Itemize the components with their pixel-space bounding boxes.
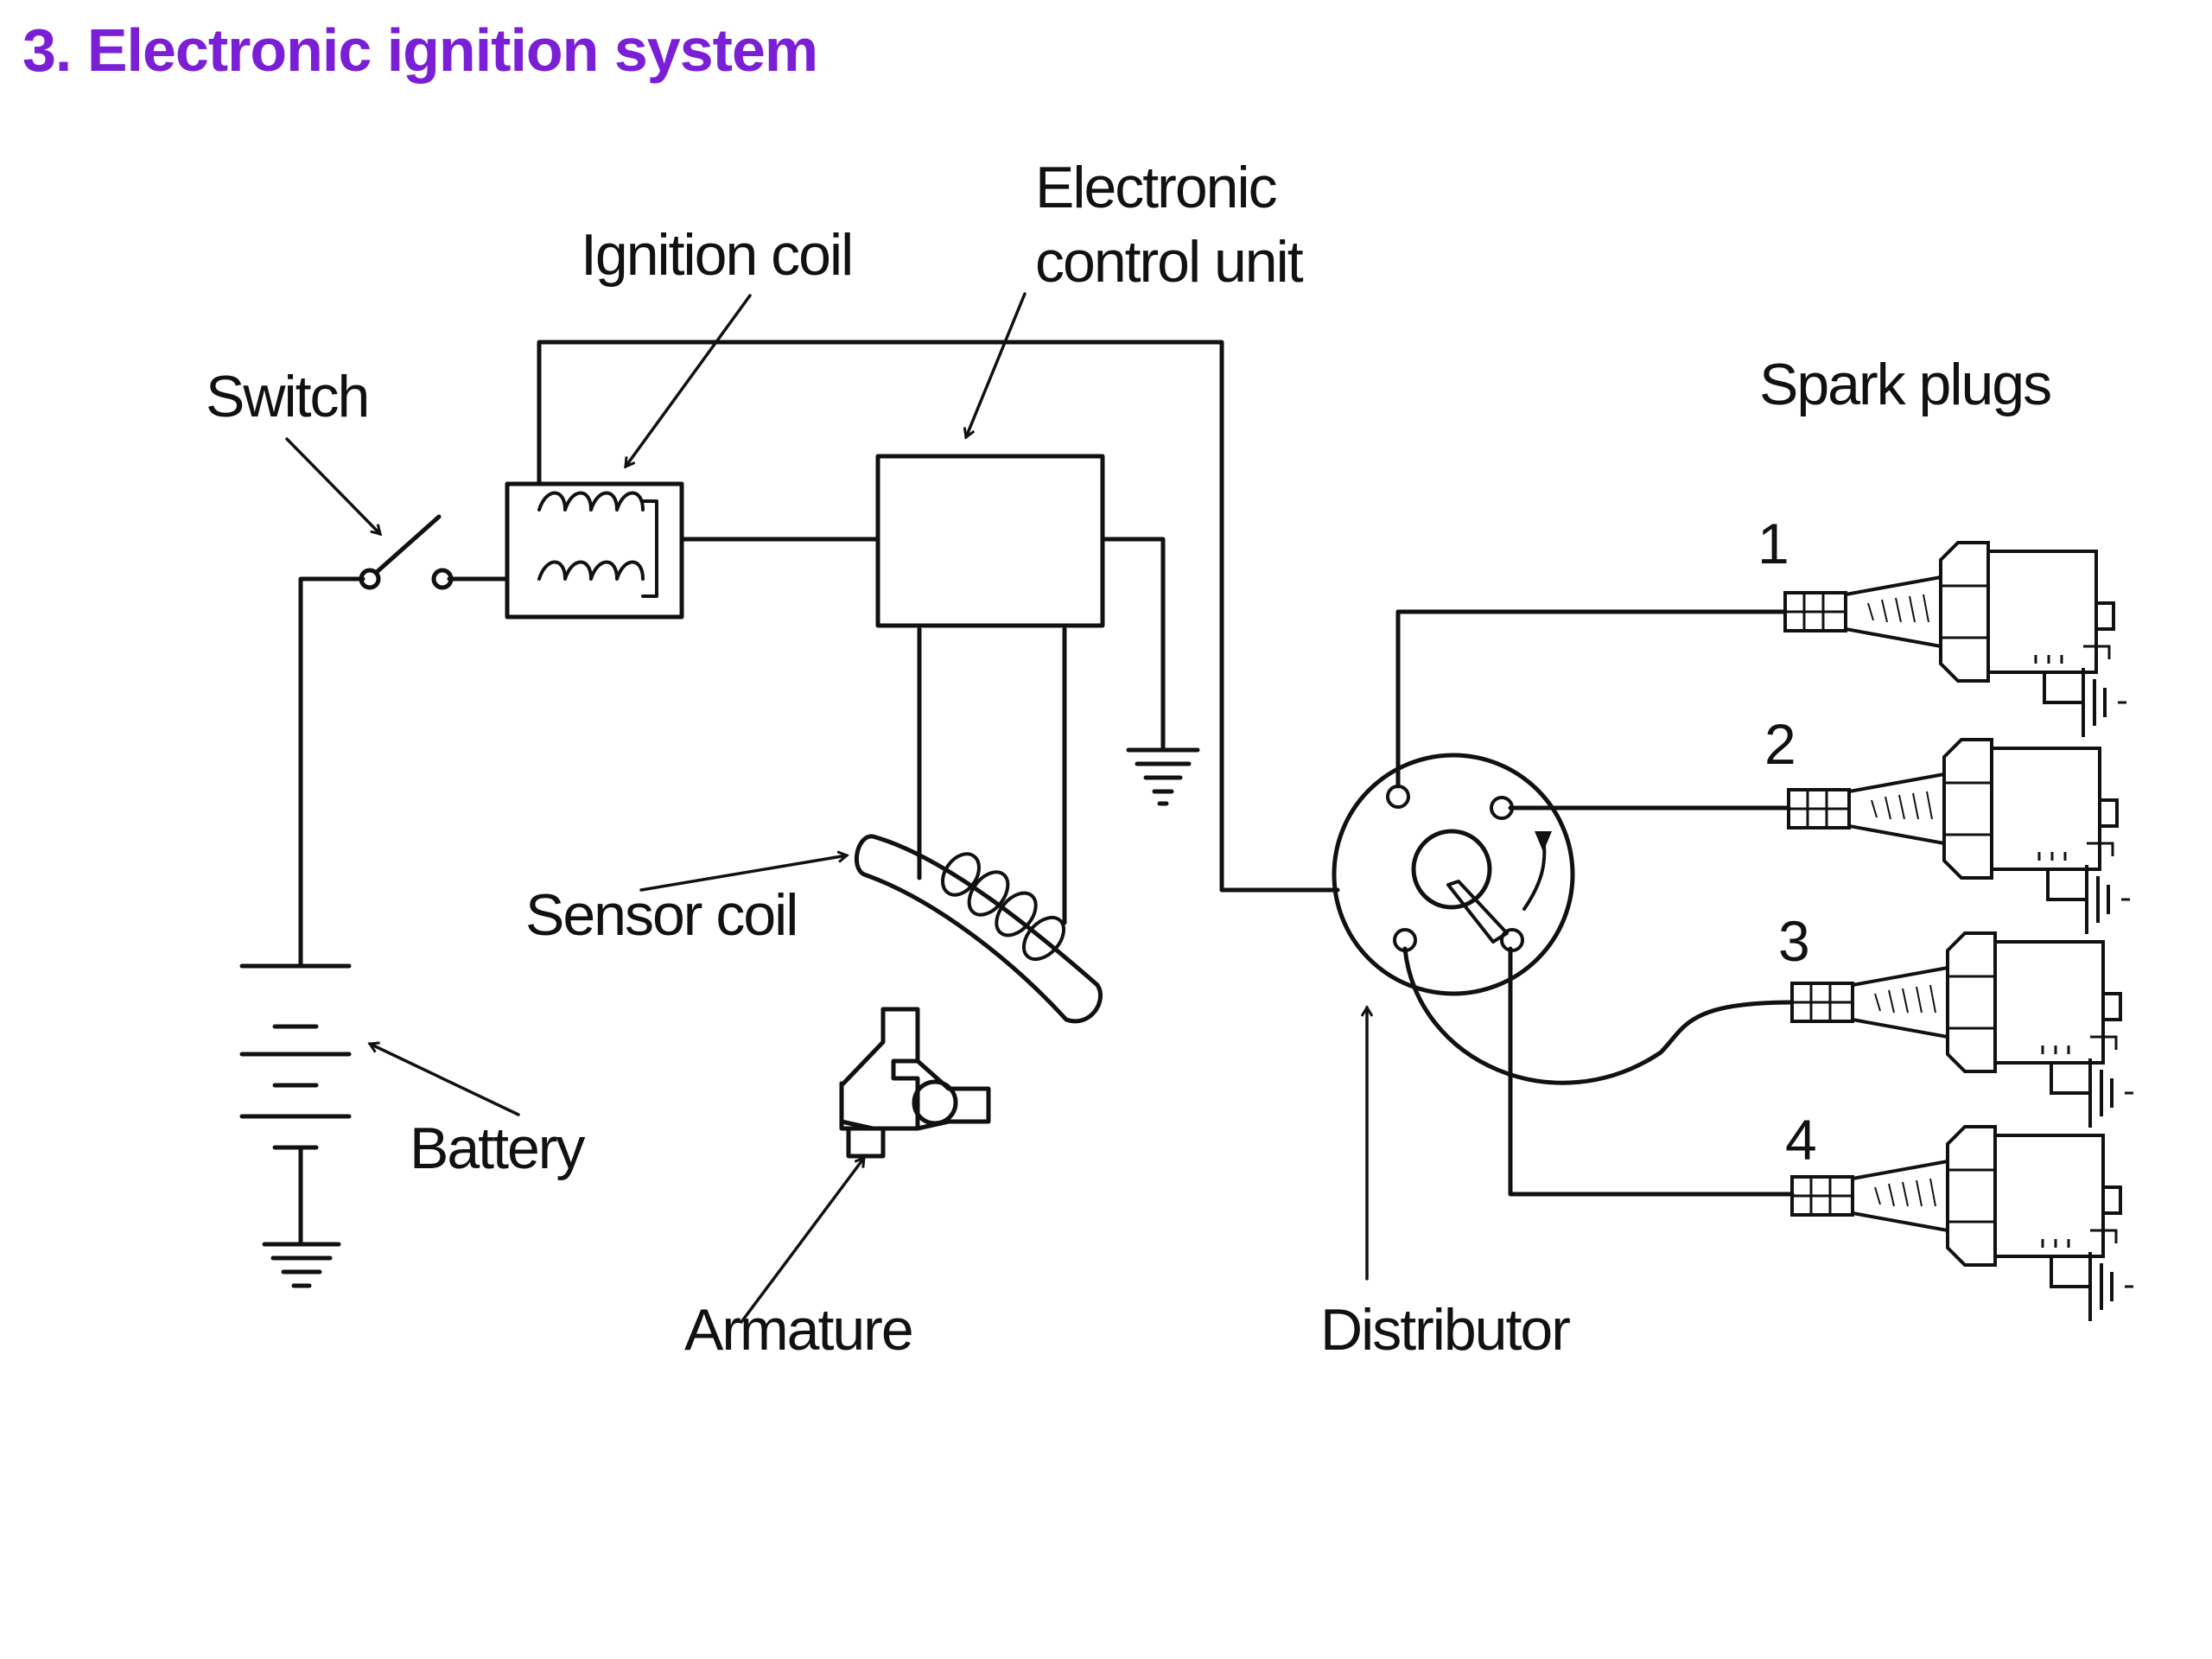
label-switch: Switch — [206, 364, 368, 429]
spark-plug-1 — [1783, 541, 2128, 739]
ignition-coil-symbol — [505, 481, 684, 620]
ecu-ground-symbol — [1126, 747, 1200, 806]
battery-symbol — [239, 963, 352, 1245]
label-ignition-coil: Ignition coil — [581, 222, 852, 288]
slide-title: 3. Electronic ignition system — [22, 16, 818, 84]
spark-plug-2 — [1787, 738, 2132, 936]
pointer-battery — [370, 1044, 520, 1116]
label-battery: Battery — [410, 1116, 585, 1181]
label-spark-plugs: Spark plugs — [1759, 352, 2050, 417]
pointer-armature — [740, 1158, 866, 1324]
battery-ground-symbol — [262, 1242, 341, 1288]
label-sensor-coil: Sensor coil — [525, 882, 797, 948]
pointer-ignition-coil — [624, 294, 752, 467]
plug-number-2: 2 — [1764, 712, 1796, 776]
spark-plug-4 — [1790, 1125, 2135, 1323]
plug-number-3: 3 — [1778, 909, 1810, 973]
plug-number-1: 1 — [1758, 512, 1789, 575]
switch-symbol[interactable] — [359, 514, 454, 590]
spark-plug-3 — [1790, 931, 2135, 1129]
label-armature: Armature — [684, 1297, 912, 1363]
label-ecu-line2: control unit — [1035, 229, 1304, 295]
pointer-switch — [285, 437, 380, 534]
label-distributor: Distributor — [1320, 1297, 1570, 1363]
armature-symbol — [839, 1007, 991, 1159]
distributor-symbol — [1332, 753, 1575, 996]
wiring — [298, 340, 1795, 1197]
sensor-coil-symbol — [854, 834, 1103, 1024]
label-ecu-line1: Electronic — [1035, 155, 1277, 220]
plug-number-4: 4 — [1785, 1108, 1817, 1172]
electronic-control-unit-box — [875, 454, 1105, 628]
pointer-ecu — [966, 292, 1027, 437]
pointer-sensor-coil — [639, 855, 847, 892]
